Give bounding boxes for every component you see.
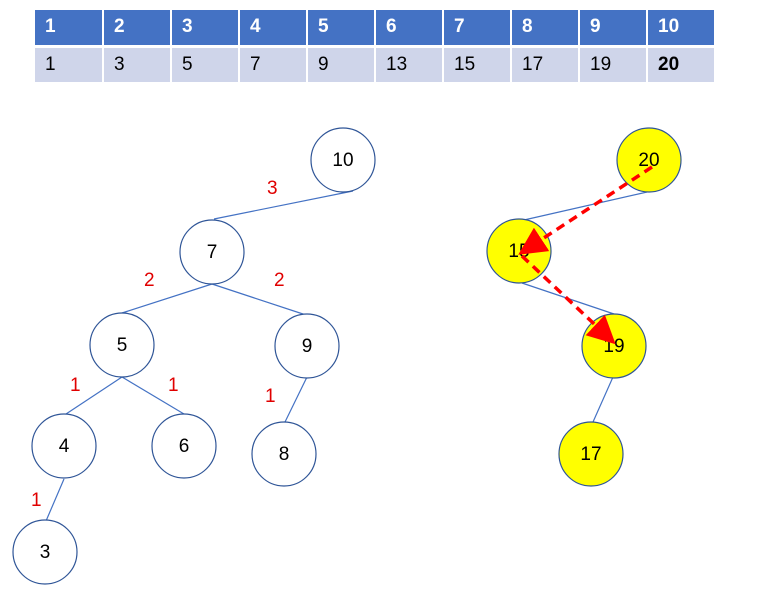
node-circle: [558, 421, 624, 487]
edge-5-6: [121, 376, 185, 415]
value-cell: 3: [103, 46, 172, 82]
right-tree-edges: [521, 189, 657, 423]
node-label: 7: [207, 242, 218, 263]
tree-node: 9: [274, 313, 340, 379]
edge-9-8: [284, 376, 308, 423]
edge-10-7: [213, 190, 354, 220]
edge-7-5: [121, 283, 213, 314]
header-cell: 3: [171, 10, 240, 48]
edge-label: 1: [265, 386, 276, 407]
array-table: 1 2 3 4 5 6 7 8 9 10 1 3 5 7 9 13 15 17 …: [35, 10, 716, 82]
edge-5-4: [65, 376, 123, 415]
header-cell: 9: [579, 10, 648, 48]
node-circle: [616, 127, 682, 193]
node-circle: [89, 312, 155, 378]
table-header-row: 1 2 3 4 5 6 7 8 9 10: [35, 10, 716, 48]
tree-node: 7: [179, 219, 245, 285]
node-circle: [151, 413, 217, 479]
edge-label: 3: [267, 178, 278, 199]
node-label: 3: [40, 542, 51, 563]
tree-node: 3: [12, 519, 78, 585]
left-tree-nodes: 10 7 5 9 4 6 8 3: [12, 127, 376, 585]
header-cell: 6: [375, 10, 444, 48]
node-circle: [251, 421, 317, 487]
node-circle: [12, 519, 78, 585]
node-label: 10: [332, 150, 353, 171]
value-cell: 19: [579, 46, 648, 82]
node-label: 4: [59, 436, 70, 457]
edge-label: 1: [168, 375, 179, 396]
tree-node: 6: [151, 413, 217, 479]
header-cell: 1: [35, 10, 104, 48]
value-cell: 9: [307, 46, 376, 82]
right-tree-nodes: 20 15 19 17: [486, 127, 682, 487]
value-cell: 13: [375, 46, 444, 82]
node-circle: [274, 313, 340, 379]
edge-label: 2: [144, 270, 155, 291]
traversal-path: [518, 165, 653, 345]
header-cell: 8: [511, 10, 580, 48]
edge-label: 1: [70, 375, 81, 396]
node-circle: [31, 413, 97, 479]
tree-node: 4: [31, 413, 97, 479]
header-cell: 7: [443, 10, 512, 48]
value-cell: 17: [511, 46, 580, 82]
edge-19-17: [592, 376, 614, 423]
value-cell: 15: [443, 46, 512, 82]
node-label: 19: [603, 336, 624, 357]
edge-7-9: [211, 283, 307, 316]
tree-node: 5: [89, 312, 155, 378]
left-tree-edges: [45, 190, 354, 522]
value-cell: 5: [171, 46, 240, 82]
value-cell: 1: [35, 46, 104, 82]
tree-node: 8: [251, 421, 317, 487]
node-label: 8: [279, 444, 290, 465]
value-cell-highlighted: 20: [647, 46, 716, 82]
tree-node: 10: [310, 127, 376, 193]
node-label: 9: [302, 336, 313, 357]
header-cell: 10: [647, 10, 716, 48]
path-arrow-15-19: [520, 254, 616, 345]
tree-node-highlighted: 15: [486, 218, 552, 284]
table-value-row: 1 3 5 7 9 13 15 17 19 20: [35, 46, 716, 82]
edge-label: 1: [31, 490, 42, 511]
tree-node-highlighted: 17: [558, 421, 624, 487]
path-arrow-20-15: [518, 165, 653, 255]
node-circle: [310, 127, 376, 193]
tree-node-highlighted: 20: [616, 127, 682, 193]
edge-label: 2: [274, 270, 285, 291]
left-tree-edge-labels: 3 2 2 1 1 1 1: [31, 178, 285, 511]
edge-20-15: [523, 189, 657, 221]
header-cell: 5: [307, 10, 376, 48]
header-cell: 2: [103, 10, 172, 48]
node-circle: [179, 219, 245, 285]
node-label: 6: [179, 436, 190, 457]
node-label: 17: [580, 444, 601, 465]
edge-4-3: [45, 478, 65, 522]
header-cell: 4: [239, 10, 308, 48]
value-cell: 7: [239, 46, 308, 82]
node-label: 5: [117, 335, 128, 356]
node-label: 20: [638, 150, 659, 171]
